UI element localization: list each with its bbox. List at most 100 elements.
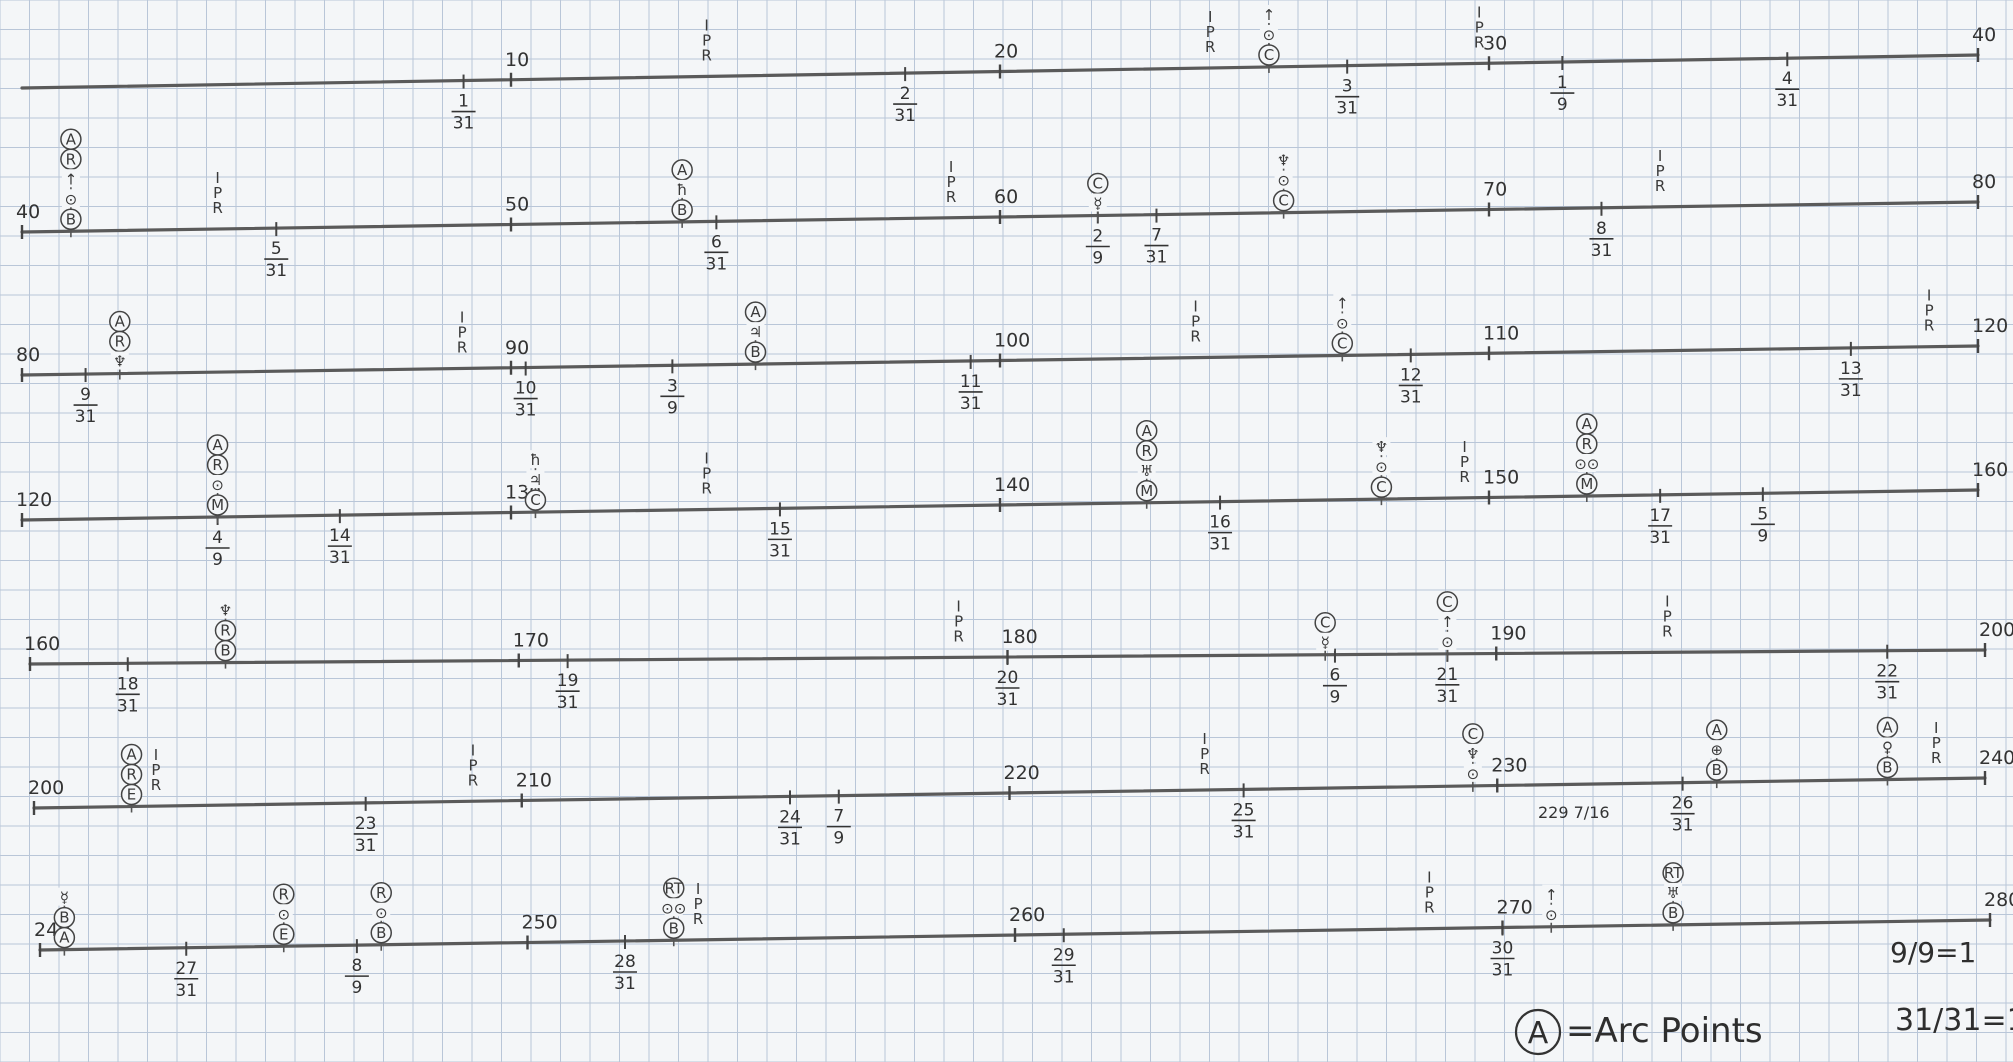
fraction-denominator: 31 [1672,816,1694,836]
tick-label: 250 [522,912,558,934]
ipr-mark: IPR [1662,592,1672,640]
ipr-mark: IPR [1459,438,1469,486]
marker-symbol: A [1712,721,1723,739]
ipr-letter: R [1924,317,1934,335]
marker-symbol: ♅ [1140,462,1153,480]
fraction-denominator: 9 [212,550,223,570]
fraction-denominator: 31 [1591,241,1613,261]
fraction-denominator: 31 [894,106,916,126]
number-line-240-280: 240250260270280273189283129313031IPRIPR☿… [34,863,2013,1001]
ipr-letter: R [953,627,963,645]
fraction-numerator: 12 [1400,365,1422,385]
fraction-mark-5-31: 531 [264,222,288,281]
tick-label: 30 [1483,32,1507,54]
ipr-letter: R [701,46,711,64]
marker-symbol: C [530,491,540,509]
marker-symbol: ↑ [1545,886,1558,904]
fraction-mark-30-31: 3031 [1491,922,1515,981]
symbol-marker: ♆RB [216,601,236,669]
marker-symbol: B [66,210,76,228]
fraction-numerator: 4 [1782,69,1793,89]
marker-symbol: ħ [530,451,540,469]
symbol-marker: C↑⊙ [1437,592,1457,660]
tick-label: 50 [505,194,529,216]
tick-label: 90 [505,337,529,359]
fraction-denominator: 31 [175,981,197,1001]
symbol-marker: RT⊙⊙B [661,878,686,946]
marker-symbol: RT [665,879,684,897]
marker-symbol: A [66,130,77,148]
ipr-mark: IPR [701,450,711,498]
fraction-numerator: 7 [833,807,844,827]
marker-symbol: ⊙ [277,905,290,923]
fraction-mark-8-9: 89 [345,939,369,998]
tick-label: 210 [516,770,552,792]
fraction-mark-3-9: 39 [660,359,684,418]
fraction-mark-29-31: 2931 [1052,928,1076,987]
tick-label: 120 [16,489,52,511]
total-ninths: 9/9=1 [1890,936,1976,969]
fraction-mark-25-31: 2531 [1232,783,1256,842]
marker-symbol: M [211,496,224,514]
marker-symbol: M [1580,475,1593,493]
marker-symbol: ♆ [1277,152,1290,170]
ipr-mark: IPR [212,169,222,217]
marker-symbol: ↑ [1441,613,1454,631]
marker-symbol: E [127,786,136,804]
fraction-numerator: 6 [711,232,722,252]
marker-symbol: ♆ [219,602,232,620]
ipr-letter: R [1474,33,1484,51]
marker-symbol: B [677,201,687,219]
marker-symbol: C [1376,478,1386,496]
symbol-marker: ↑⊙C [1332,293,1352,361]
marker-symbol: ♃ [529,471,542,489]
symbol-marker: C♆⊙ [1463,724,1483,792]
tick-label: 160 [1972,459,2008,481]
marker-symbol: ♃ [749,323,762,341]
ipr-mark: IPR [1655,147,1665,195]
tick-label: 190 [1490,623,1526,645]
symbol-marker: R⊙E [274,884,294,952]
fraction-denominator: 31 [1437,687,1459,707]
tick-label: 180 [1002,626,1038,648]
legend-symbol: A [1528,1016,1549,1051]
fraction-denominator: 31 [1400,387,1422,407]
fraction-denominator: 31 [329,548,351,568]
totals: 9/9=1 31/31=1 [1890,936,2013,1038]
fraction-denominator: 31 [1492,961,1514,981]
symbol-marker: R⊙B [371,883,391,951]
tick-label: 20 [994,41,1018,63]
tick-label: 40 [16,201,40,223]
marker-symbol: B [1668,904,1678,922]
marker-symbol: B [1712,761,1722,779]
fraction-mark-24-31: 2431 [778,790,802,849]
marker-symbol: A [115,313,126,331]
marker-symbol: ↑ [1336,294,1349,312]
tick-label: 270 [1497,897,1533,919]
fraction-denominator: 9 [1330,688,1341,708]
symbol-marker: A♃B [746,302,766,370]
ipr-mark: IPR [468,741,478,789]
fraction-denominator: 31 [557,693,579,713]
legend-text: =Arc Points [1566,1011,1763,1051]
marker-symbol: ⊙ [65,190,78,208]
marker-symbol: A [1142,422,1153,440]
ipr-mark: IPR [1205,8,1215,56]
ipr-mark: IPR [151,746,161,794]
fraction-denominator: 31 [769,541,791,561]
marker-symbol: ♆ [1466,745,1479,763]
fraction-numerator: 2 [1092,227,1103,247]
fraction-numerator: 23 [355,814,377,834]
fraction-denominator: 31 [779,829,801,849]
fraction-numerator: 26 [1672,794,1694,814]
tick-label: 160 [24,633,60,655]
symbol-marker: A⊕B [1707,720,1727,788]
symbol-marker: AR⊙M [208,435,228,523]
number-line-120-160: 12013014015016049143115311631173159IPRIP… [16,414,2008,570]
marker-symbol: A [1582,415,1593,433]
